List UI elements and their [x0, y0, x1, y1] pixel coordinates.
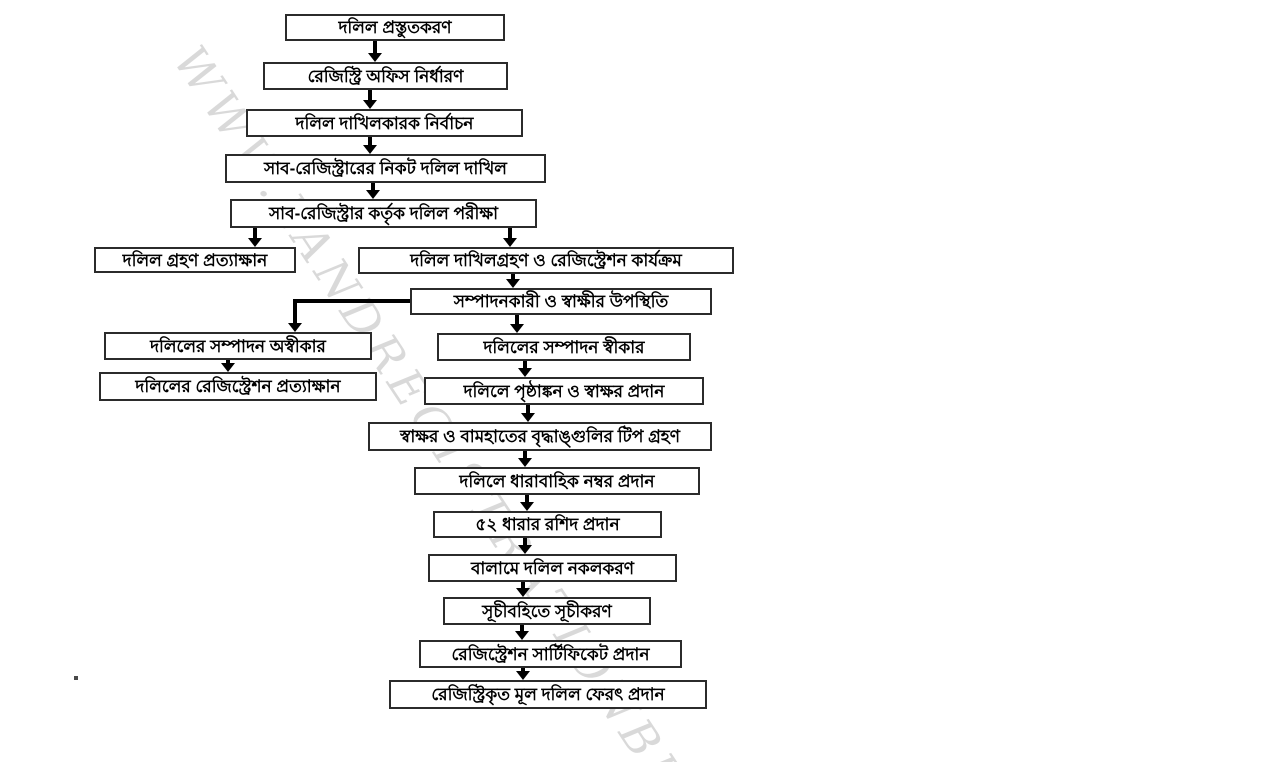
arrow-volume-to-indexing: [515, 582, 531, 597]
arrow-submit-to-examine: [365, 183, 381, 199]
node-registration-certificate: রেজিস্ট্রেশন সার্টিফিকেট প্রদান: [419, 640, 682, 668]
node-serial-number: দলিলে ধারাবাহিক নম্বর প্রদান: [414, 467, 700, 495]
arrow-accept-to-presence: [505, 274, 521, 288]
arrow-admit-to-endorse: [517, 361, 533, 377]
arrow-presence-to-deny: [287, 299, 303, 332]
node-examine-deed: সাব-রেজিস্ট্রার কর্তৃক দলিল পরীক্ষা: [230, 199, 537, 228]
node-accept-and-registration: দলিল দাখিলগ্রহণ ও রেজিস্ট্রেশন কার্যক্রম: [358, 247, 734, 274]
node-return-original-deed: রেজিস্ট্রিকৃত মূল দলিল ফেরৎ প্রদান: [389, 680, 707, 709]
node-section52-receipt: ৫২ ধারার রশিদ প্রদান: [433, 511, 662, 538]
node-refuse-acceptance: দলিল গ্রহণ প্রত্যাক্ষান: [94, 247, 296, 273]
node-refuse-registration: দলিলের রেজিস্ট্রেশন প্রত্যাক্ষান: [99, 372, 377, 401]
arrow-certificate-to-return: [515, 668, 531, 680]
arrow-prepare-to-office: [367, 41, 383, 62]
arrow-presenter-to-submit: [362, 137, 378, 154]
node-admit-execution: দলিলের সম্পাদন স্বীকার: [437, 333, 691, 361]
elbow-line-presence-to-deny: [293, 299, 412, 303]
arrow-examine-to-accept: [502, 228, 518, 247]
arrow-deny-to-refuse-reg: [220, 360, 236, 372]
node-presence-of-parties: সম্পাদনকারী ও স্বাক্ষীর উপস্থিতি: [410, 288, 712, 315]
arrow-serial-to-receipt: [519, 495, 535, 511]
node-select-registry-office: রেজিস্ট্রি অফিস নির্ধারণ: [263, 62, 508, 90]
arrow-thumbprint-to-serial: [517, 451, 533, 467]
node-prepare-deed: দলিল প্রস্তুতকরণ: [285, 14, 505, 41]
arrow-examine-to-refuse: [247, 228, 263, 247]
arrow-presence-to-admit: [509, 315, 525, 333]
node-submit-to-subregistrar: সাব-রেজিস্ট্রারের নিকট দলিল দাখিল: [225, 154, 546, 183]
node-select-presenter: দলিল দাখিলকারক নির্বাচন: [246, 109, 523, 137]
node-copy-into-volume: বালামে দলিল নকলকরণ: [428, 554, 677, 582]
arrow-indexing-to-certificate: [514, 625, 530, 640]
node-signature-thumbprint: স্বাক্ষর ও বামহাতের বৃদ্ধাঙ্গুলির টিপ গ্…: [368, 422, 712, 451]
stray-dot: [74, 676, 78, 680]
arrow-endorse-to-thumbprint: [520, 405, 536, 422]
node-endorse-and-sign: দলিলে পৃষ্ঠাঙ্কন ও স্বাক্ষর প্রদান: [424, 377, 704, 405]
arrow-office-to-presenter: [362, 90, 378, 109]
node-indexing: সূচীবহিতে সূচীকরণ: [443, 597, 651, 625]
node-deny-execution: দলিলের সম্পাদন অস্বীকার: [104, 332, 372, 360]
arrow-receipt-to-volume: [517, 538, 533, 554]
